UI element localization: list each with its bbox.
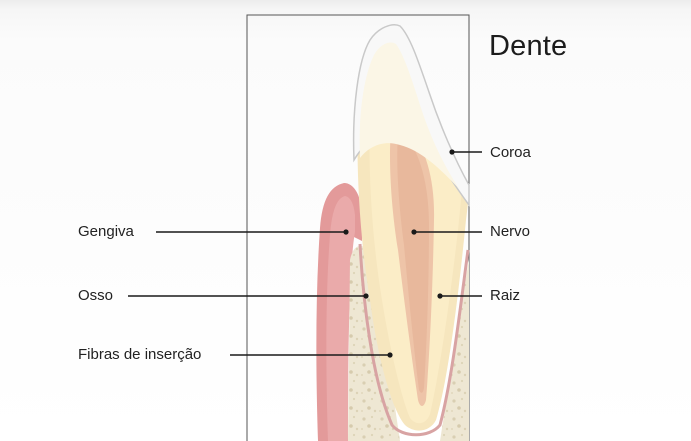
diagram-title: Dente <box>489 30 567 63</box>
label-fibers: Fibras de inserção <box>78 346 201 364</box>
label-crown: Coroa <box>490 144 531 162</box>
label-gum: Gengiva <box>78 223 134 241</box>
label-root: Raiz <box>490 287 520 305</box>
label-nerve: Nervo <box>490 223 530 241</box>
label-bone: Osso <box>78 287 113 305</box>
